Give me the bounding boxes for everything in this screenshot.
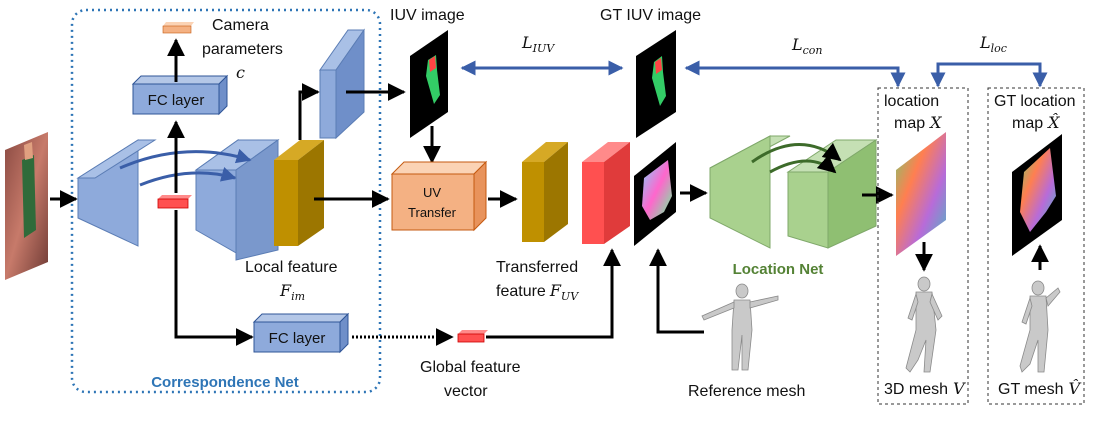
camera-symbol: c [236,63,245,82]
loss-con-arrow [684,60,906,88]
global-feature-label-1: Global feature [420,359,521,376]
reference-mesh-label: Reference mesh [688,383,805,400]
arrow-local-to-iuv-block [298,83,320,140]
camera-params-block [162,22,194,34]
transferred-label-1: Transferred [496,259,578,276]
global-feature-vector-block [457,330,488,343]
input-photo [5,132,48,280]
fc-layer-top-label: FC layer [148,92,205,109]
loss-con-label: Lcon [791,35,823,57]
loss-iuv-label: LIUV [521,33,555,55]
camera-params-label-2: parameters [202,41,283,58]
gt-mesh-figure [1019,280,1061,373]
fc-layer-bottom-label: FC layer [269,330,326,347]
global-feature-label-2: vector [444,383,488,400]
gt-location-map-image [1012,134,1062,256]
iuv-image [410,30,448,138]
gt-iuv-image-label: GT IUV image [600,7,701,24]
location-net-label: Location Net [733,261,824,278]
iuv-image-label: IUV image [390,7,465,24]
arrow-bottleneck-to-fc-bottom [174,210,254,346]
arrow-refmesh-to-image [649,248,704,334]
fc-layer-bottom: FC layer [252,312,350,354]
correspondence-net-region [70,8,382,394]
reference-mesh-figure [701,283,779,371]
skip-connection-arrow-2 [139,167,237,187]
loss-loc-label: Lloc [979,33,1007,55]
mesh-3d-figure [905,276,943,373]
transferred-feature-block [522,142,568,242]
bottleneck-block [157,195,192,209]
location-map-box [877,87,969,405]
arrow-global-to-red-block [486,248,621,339]
location-skip-arrow-2 [769,154,837,174]
location-map-image [896,132,946,256]
uv-transfer-label-1: UV [423,185,441,200]
correspondence-encoder [76,139,157,247]
skip-connection-arrow-1 [119,148,252,170]
local-feature-symbol: Fim [279,281,305,303]
camera-params-label-1: Camera [212,17,269,34]
gt-location-map-box [987,87,1085,405]
concat-red-block [582,142,630,244]
loss-loc-arrow [930,62,1048,88]
uv-transfer-label-2: Transfer [408,205,457,220]
local-feature-block [274,140,324,246]
gt-iuv-image [636,30,676,138]
correspondence-net-label: Correspondence Net [151,374,299,391]
location-skip-arrow-1 [751,142,842,164]
location-net-encoder [709,135,791,249]
gt-location-label-1: GT location [994,93,1076,110]
fused-uv-image [634,142,676,246]
fc-layer-top: FC layer [131,74,229,116]
location-map-label-1: location [884,93,939,110]
uv-transfer-block: UV Transfer [390,160,488,232]
local-feature-label: Local feature [245,259,338,276]
iuv-head-block [319,28,365,140]
